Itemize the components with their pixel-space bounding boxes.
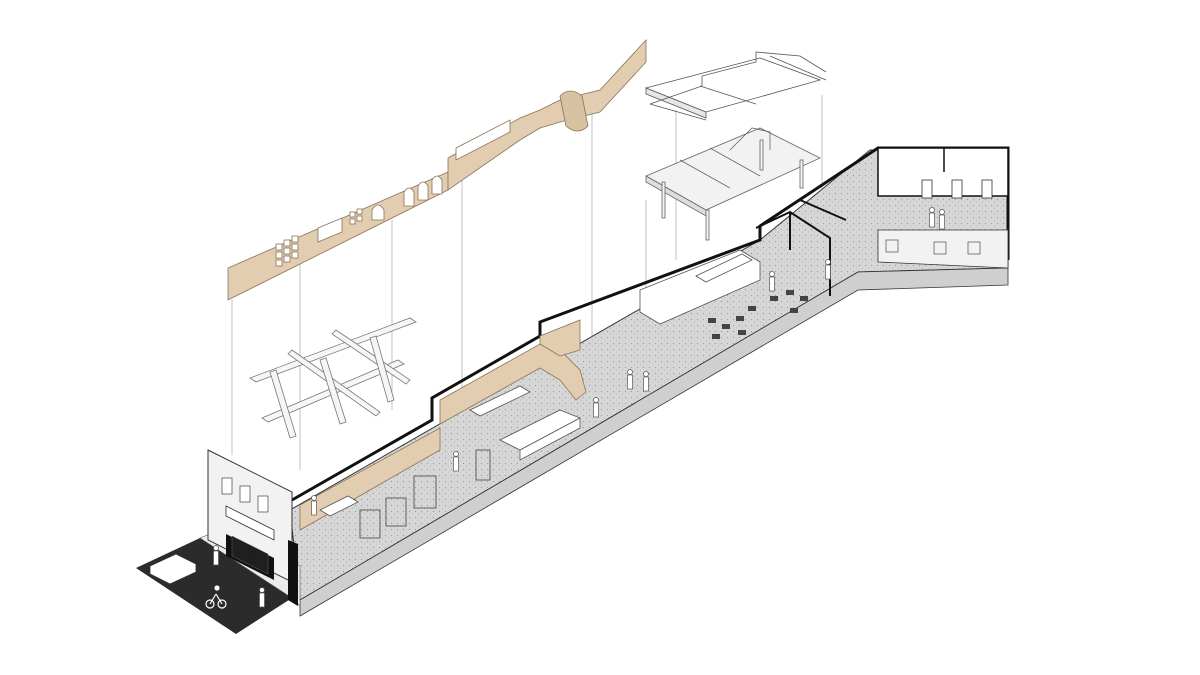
slab-edge bbox=[299, 267, 1009, 617]
people-figures bbox=[311, 207, 945, 516]
projection-lines bbox=[231, 95, 823, 470]
timber-beam-grid bbox=[249, 317, 417, 439]
mezzanine-railing bbox=[644, 51, 827, 121]
ground-floor-plan bbox=[289, 146, 1010, 617]
steel-frame-structure bbox=[645, 127, 821, 241]
timber-wall-exploded bbox=[227, 38, 647, 301]
cafe-seating bbox=[708, 290, 808, 339]
street-corner bbox=[136, 449, 301, 634]
shop-facade bbox=[207, 449, 298, 606]
shelving-units bbox=[359, 449, 491, 539]
display-counters bbox=[319, 249, 761, 517]
parked-car bbox=[149, 553, 197, 585]
pedestrians bbox=[213, 545, 265, 608]
cyclist-figure bbox=[205, 585, 227, 609]
